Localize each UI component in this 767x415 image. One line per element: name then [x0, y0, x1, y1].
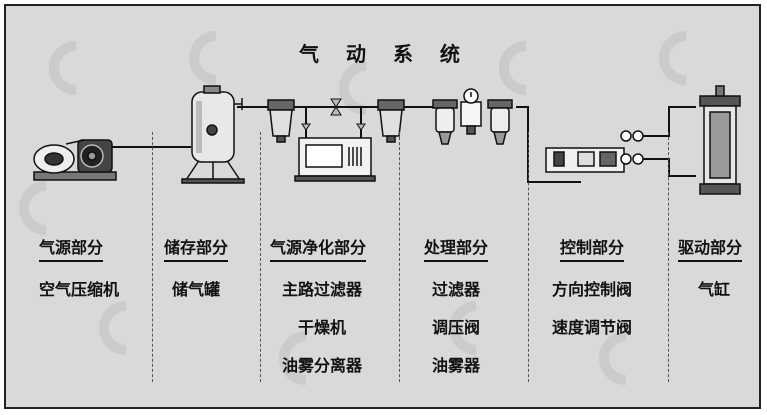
frl-unit-icon [432, 88, 513, 145]
air-tank-icon [181, 85, 245, 184]
background-watermark [19, 31, 687, 385]
compressor-icon [33, 139, 117, 181]
section-storage: 储存部分 储气罐 [164, 234, 229, 300]
section-divider [528, 132, 529, 382]
section-item: 主路过滤器 [282, 280, 363, 299]
section-control: 控制部分 方向控制阀 速度调节阀 [552, 234, 632, 338]
main-filter-icon [267, 99, 295, 143]
section-heading: 控制部分 [560, 234, 625, 262]
section-purification: 气源净化部分 主路过滤器 干燥机 油雾分离器 [270, 234, 367, 376]
section-item: 油雾分离器 [282, 356, 363, 375]
section-item: 调压阀 [432, 318, 481, 337]
section-heading: 驱动部分 [678, 234, 743, 262]
section-divider [260, 132, 261, 382]
diagram-title: 气 动 系 统 [299, 42, 470, 66]
section-item: 储气罐 [172, 280, 221, 299]
dryer-icon [294, 98, 376, 182]
direction-valve-icon [545, 130, 644, 173]
section-heading: 气源净化部分 [270, 234, 367, 262]
section-item: 气缸 [698, 280, 731, 299]
oil-mist-separator-icon [377, 99, 405, 143]
section-treatment: 处理部分 过滤器 调压阀 油雾器 [424, 234, 489, 376]
section-item: 方向控制阀 [552, 280, 633, 299]
section-item: 油雾器 [432, 356, 481, 375]
section-divider [399, 132, 400, 382]
section-heading: 储存部分 [164, 234, 229, 262]
section-air-source: 气源部分 空气压缩机 [39, 234, 119, 300]
section-item: 过滤器 [432, 280, 481, 299]
cylinder-icon [699, 85, 741, 195]
section-item: 空气压缩机 [39, 280, 120, 299]
diagram-canvas [19, 31, 741, 385]
section-actuation: 驱动部分 气缸 [678, 234, 743, 300]
section-item: 干燥机 [298, 318, 347, 337]
section-divider [152, 132, 153, 382]
section-heading: 处理部分 [424, 234, 489, 262]
section-divider [668, 132, 669, 382]
section-heading: 气源部分 [39, 234, 104, 262]
diagram-frame: 气 动 系 统 气源部分 空气压缩机 储存部分 储气罐 气源净化部分 主路过滤器… [4, 4, 761, 409]
section-item: 速度调节阀 [552, 318, 633, 337]
